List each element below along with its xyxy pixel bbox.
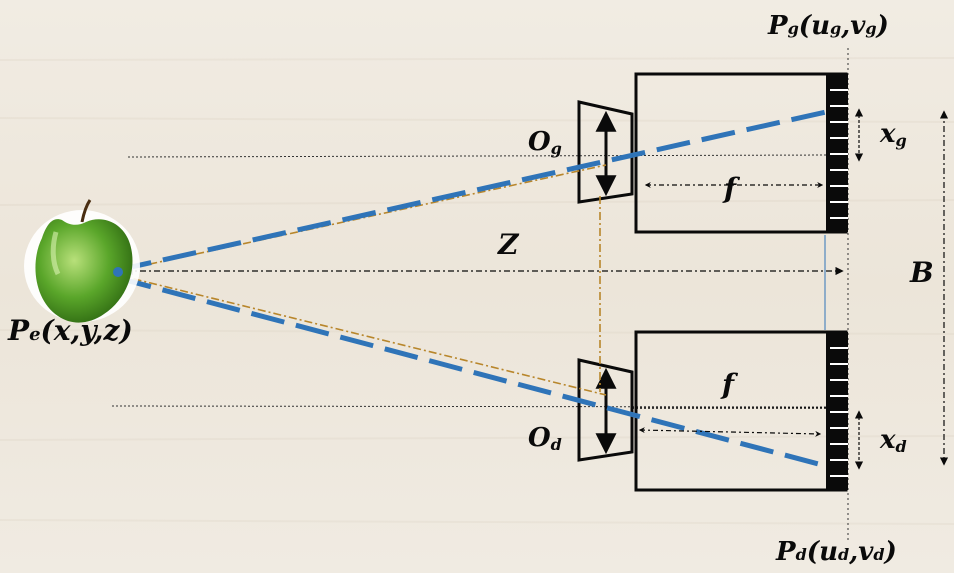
top-image-point-label: Pg(ug,vg): [767, 11, 889, 41]
bottom-camera: [577, 330, 848, 492]
top-disparity-label: xg: [879, 119, 907, 150]
apple-icon: [24, 199, 140, 323]
guide-line-bottom: [117, 274, 607, 396]
apple-stem: [80, 199, 92, 223]
guide-lines: [117, 164, 607, 396]
guide-line-top: [117, 164, 607, 272]
top-optical-axis-line: [127, 154, 831, 158]
wood-texture: [0, 57, 954, 525]
apple-body: [35, 219, 133, 323]
bottom-focal-arrow: [638, 427, 822, 437]
baseline-label: B: [909, 256, 934, 289]
depth-label: Z: [497, 228, 520, 261]
point-pe-marker: [113, 267, 123, 277]
top-optical-center-label: Og: [528, 127, 562, 158]
top-sensor-ticks: [830, 89, 848, 219]
bottom-disparity-label: xd: [879, 425, 907, 456]
bottom-image-point-label: Pd(ud,vd): [775, 537, 897, 567]
bottom-sensor-ticks: [830, 347, 848, 477]
world-point-label: Pe(x,y,z): [7, 314, 133, 347]
ray-to-top-sensor: [117, 109, 827, 273]
bottom-optical-center-label: Od: [528, 423, 562, 454]
